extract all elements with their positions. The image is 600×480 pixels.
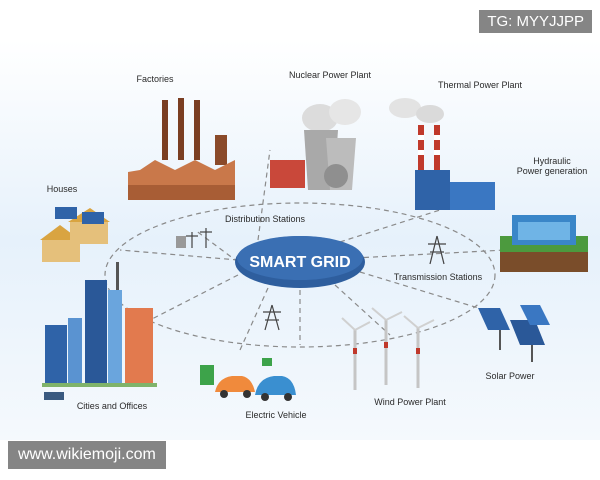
watermark-bottom-left: www.wikiemoji.com	[8, 441, 166, 469]
hydraulic-label-1: Hydraulic	[533, 156, 571, 166]
distribution-label: Distribution Stations	[225, 214, 306, 224]
solar-label: Solar Power	[485, 371, 534, 381]
thermal-plant-icon	[389, 98, 495, 210]
transmission-tower-icon	[428, 235, 446, 265]
wind-label: Wind Power Plant	[374, 397, 446, 407]
center-label: SMART GRID	[249, 254, 350, 271]
network-links	[104, 149, 506, 351]
wind-turbines-icon	[341, 307, 435, 390]
smart-grid-hub: SMART GRID	[235, 236, 365, 288]
factories-icon	[128, 98, 235, 200]
hydraulic-label-2: Power generation	[517, 166, 588, 176]
pylon-icon	[263, 304, 281, 331]
factories-label: Factories	[136, 74, 174, 84]
ev-label: Electric Vehicle	[245, 410, 306, 420]
cities-offices-icon	[42, 262, 157, 400]
cities-label: Cities and Offices	[77, 401, 148, 411]
nuclear-label: Nuclear Power Plant	[289, 70, 372, 80]
distribution-station-icon	[176, 228, 212, 248]
electric-vehicle-icon	[200, 358, 296, 401]
outer-ring	[104, 202, 496, 348]
houses-label: Houses	[47, 184, 78, 194]
transmission-label: Transmission Stations	[394, 272, 483, 282]
hydraulic-plant-icon	[500, 215, 588, 272]
thermal-label: Thermal Power Plant	[438, 80, 523, 90]
nuclear-plant-icon	[270, 99, 361, 190]
houses-icon	[40, 207, 110, 262]
watermark-top-right: TG: MYYJJPP	[479, 10, 592, 33]
solar-panels-icon	[478, 305, 550, 362]
